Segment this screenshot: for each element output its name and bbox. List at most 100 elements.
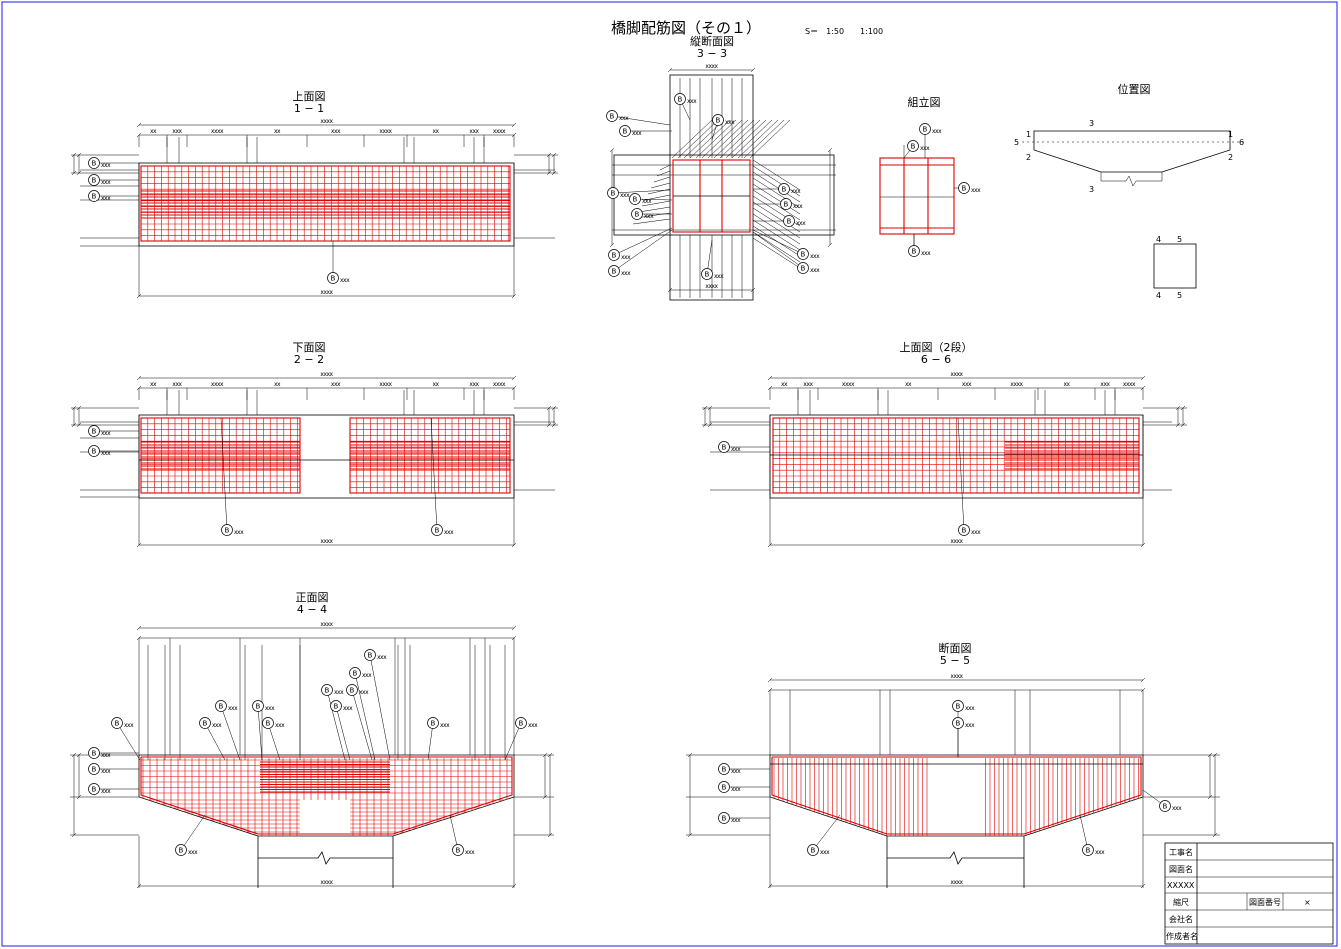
bar-mark-count: xxx: [793, 203, 803, 210]
bar-mark-label: B: [678, 96, 683, 104]
bar-mark-count: xxx: [101, 788, 111, 795]
bar-mark-bubble: [111, 717, 123, 729]
bar-mark-count: xxx: [528, 722, 538, 729]
long3-hatch: [752, 165, 801, 197]
leader-line: [220, 705, 241, 761]
bar-mark-count: xxx: [810, 253, 820, 260]
leader-line: [613, 227, 673, 256]
bar-mark-label: B: [923, 126, 928, 134]
bar-mark-bubble: [364, 649, 376, 661]
long3-hatch: [650, 182, 671, 189]
dim-label: xxx: [469, 128, 479, 135]
dim-label: xxxx: [1010, 381, 1023, 388]
long3-hatch: [752, 213, 801, 245]
bar-mark-count: xxx: [731, 786, 741, 793]
bar-mark-bubble: [952, 717, 964, 729]
dim-label: xxxx: [950, 673, 963, 680]
bar-mark-bubble: [199, 717, 211, 729]
bar-mark-count: xxx: [921, 250, 931, 257]
leader-line: [335, 705, 351, 761]
bar-mark-label: B: [956, 720, 961, 728]
dim-tick: [511, 122, 517, 128]
bar-mark-label: B: [1163, 803, 1168, 811]
leader-line: [220, 417, 228, 531]
bar-mark-count: xxx: [275, 722, 285, 729]
long3-hatch: [752, 189, 801, 221]
long3-hatch: [659, 164, 671, 171]
bar-mark-bubble: [262, 717, 274, 729]
dim-label: xxxx: [320, 289, 333, 296]
dim-tick: [609, 242, 615, 248]
tb-project-label: 工事名: [1169, 847, 1193, 857]
bar-mark-count: xxx: [362, 672, 372, 679]
leader-line: [504, 722, 522, 761]
dim-tick: [827, 147, 833, 153]
long3-hatch: [677, 119, 719, 159]
dim-label: xxx: [962, 381, 972, 388]
long3-hatch: [752, 225, 801, 257]
bar-mark-label: B: [911, 143, 916, 151]
dim-label: xxxx: [320, 371, 333, 378]
bar-mark-bubble: [88, 445, 100, 457]
title-block: 工事名 図面名 XXXXX 縮尺 図面番号 × 会社名 作成者名: [1164, 842, 1334, 945]
bar-mark-bubble: [330, 700, 342, 712]
section-5-number: 5 − 5: [940, 654, 970, 667]
bar-mark-count: xxx: [965, 705, 975, 712]
dim-label: xx: [274, 128, 281, 135]
bar-mark-count: xxx: [791, 188, 801, 195]
bar-mark-count: xxx: [440, 722, 450, 729]
bar-mark-label: B: [368, 652, 373, 660]
bar-mark-bubble: [783, 215, 795, 227]
dim-label: xxxx: [493, 381, 506, 388]
bar-mark-bubble: [778, 183, 790, 195]
bar-mark-label: B: [325, 687, 330, 695]
bar-mark-bubble: [631, 208, 643, 220]
bar-mark-bubble: [712, 114, 724, 126]
bar-mark-bubble: [608, 249, 620, 261]
location-pier-outline: [1033, 130, 1231, 173]
bar-mark-bubble: [919, 123, 931, 135]
bar-mark-label: B: [350, 687, 355, 695]
dim-label: xxx: [1100, 381, 1110, 388]
section-5-rebar: [770, 756, 1143, 836]
bar-mark-bubble: [88, 174, 100, 186]
tb-drawing-name-label: 図面名: [1169, 864, 1193, 874]
long-section-number: 3 − 3: [697, 47, 727, 60]
leader-line: [204, 722, 226, 761]
bar-mark-count: xxx: [1172, 805, 1182, 812]
long3-hatch: [707, 119, 749, 159]
leader-line: [180, 814, 206, 851]
bar-mark-count: xxx: [359, 689, 369, 696]
long3-hatch: [713, 119, 755, 159]
long3-hatch: [731, 119, 773, 159]
bar-mark-label: B: [801, 251, 806, 259]
bar-mark-count: xxx: [820, 849, 830, 856]
long3-hatch: [749, 119, 791, 159]
loc-mark-left-top: 1: [1026, 130, 1031, 139]
leader-line: [351, 689, 373, 761]
dim-tick: [667, 287, 673, 293]
bar-mark-label: B: [115, 720, 120, 728]
dim-label: xxx: [172, 381, 182, 388]
bar-mark-count: xxx: [101, 430, 111, 437]
bar-mark-count: xxx: [644, 213, 654, 220]
bar-mark-bubble: [908, 245, 920, 257]
dim-label: xxxx: [1123, 381, 1136, 388]
leader-line: [634, 198, 673, 201]
sheet-title: 橋脚配筋図（その１）: [611, 19, 761, 37]
bar-mark-bubble: [952, 700, 964, 712]
tb-author-label: 作成者名: [1166, 931, 1198, 941]
bar-mark-count: xxx: [234, 529, 244, 536]
bar-mark-label: B: [811, 847, 816, 855]
dim-tick: [750, 67, 756, 73]
location-break-line: [1101, 175, 1162, 187]
dim-tick: [827, 242, 833, 248]
